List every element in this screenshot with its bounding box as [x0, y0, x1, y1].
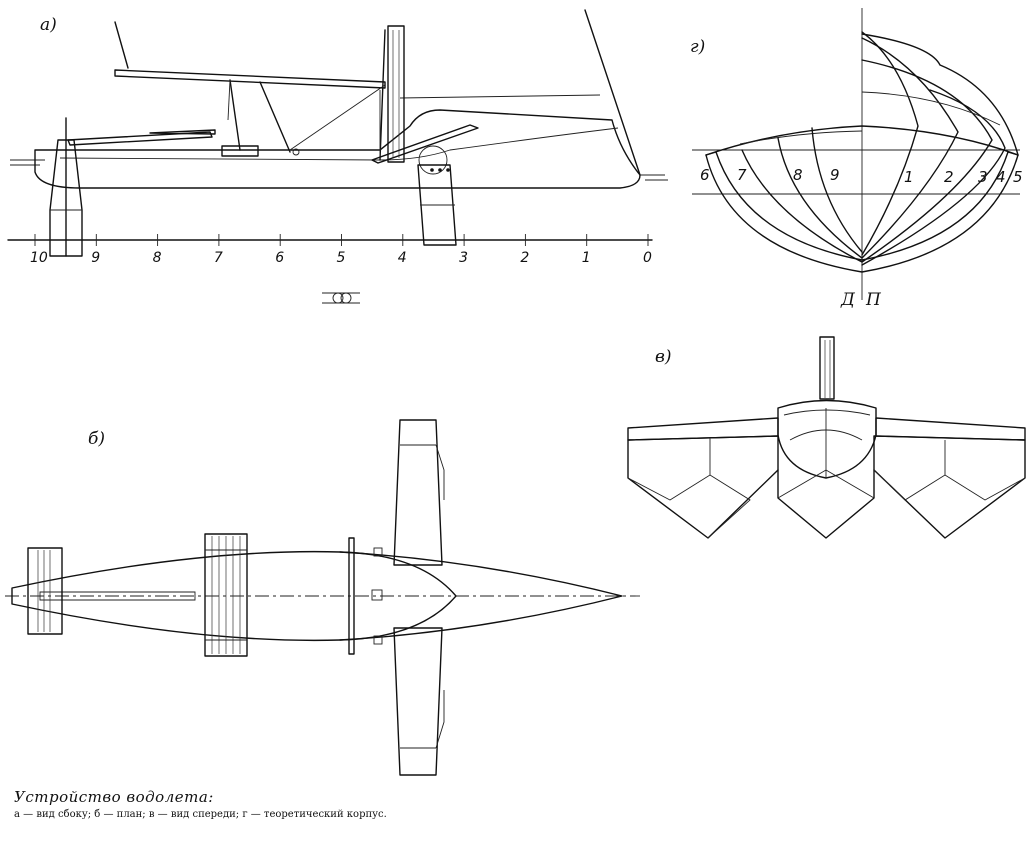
- tiller: [67, 131, 213, 146]
- plan-rudder: [27, 547, 63, 635]
- float-right: [873, 435, 1026, 539]
- station-tick-label: 0: [643, 250, 652, 266]
- body-station-number: 4: [996, 168, 1006, 186]
- axis-label-left: Д: [840, 290, 856, 310]
- float-center: [777, 469, 875, 539]
- lever: [371, 124, 479, 164]
- boom: [114, 69, 386, 89]
- float-left: [627, 435, 779, 539]
- caption-title: Устройство водолета:: [14, 788, 214, 806]
- caption-text: а — вид сбоку; б — план; в — вид спереди…: [14, 809, 387, 820]
- body-station-number: 7: [737, 166, 747, 184]
- seat: [221, 145, 259, 157]
- foil-upper: [393, 419, 443, 566]
- body-station-number: 5: [1013, 168, 1023, 186]
- station-9: [811, 127, 863, 253]
- seat-hatching: [205, 536, 247, 654]
- station-8: [777, 137, 863, 259]
- plan-crossbar: [348, 537, 355, 655]
- foil-lower: [393, 627, 443, 776]
- station-tick-label: 3: [459, 250, 468, 266]
- body-left-numbers: 6 7 8 9: [700, 166, 840, 184]
- strut-2: [259, 81, 291, 153]
- station-tick-label: 6: [275, 250, 284, 266]
- sail-edge: [114, 21, 129, 69]
- body-station-number: 1: [904, 168, 914, 186]
- body-station-number: 3: [978, 168, 988, 186]
- hub: [418, 145, 448, 175]
- station-3: [861, 59, 993, 263]
- body-shell-outer: [705, 154, 1019, 273]
- station-tick-label: 4: [398, 250, 407, 266]
- station-5: [861, 33, 1019, 156]
- station-tick-label: 5: [337, 250, 346, 266]
- front-view-label: в): [655, 347, 672, 367]
- mast: [387, 25, 405, 163]
- forestay: [584, 9, 641, 176]
- plan-view-label: б): [88, 429, 105, 449]
- front-mast: [819, 336, 835, 400]
- body-station-number: 8: [793, 166, 803, 184]
- front-hull: [777, 399, 877, 479]
- strut-1: [229, 79, 241, 151]
- hull-sheer: [59, 127, 619, 161]
- plan-hull-fore: [339, 551, 623, 641]
- side-view: а): [7, 9, 668, 304]
- plan-view: б): [5, 419, 640, 776]
- body-station-number: 9: [830, 166, 840, 184]
- plan-mast-step: [371, 589, 383, 601]
- station-tick-label: 2: [520, 250, 529, 266]
- body-station-number: 2: [944, 168, 954, 186]
- axis-label-right: П: [865, 290, 882, 310]
- plan-tiller: [39, 591, 196, 601]
- station-tick-label: 7: [214, 250, 223, 266]
- station-tick-label: 8: [153, 250, 162, 266]
- shroud: [289, 84, 386, 151]
- side-view-label: а): [40, 15, 57, 35]
- plan-seat: [204, 533, 248, 657]
- station-tick-label: 10: [30, 250, 48, 266]
- station-4: [861, 89, 1006, 266]
- foil-strut: [417, 164, 457, 246]
- center-of-gravity-symbol: [322, 292, 360, 304]
- body-plan-label: г): [690, 37, 705, 57]
- figure-caption: Устройство водолета: а — вид сбоку; б — …: [14, 788, 387, 820]
- station-tick-label: 1: [582, 250, 591, 266]
- station-2: [861, 37, 959, 259]
- station-1: [861, 31, 919, 256]
- body-station-number: 6: [700, 166, 710, 184]
- front-view: в): [627, 336, 1026, 539]
- hull-side: [34, 109, 641, 189]
- station-7: [741, 149, 863, 263]
- plan-hull-aft: [11, 550, 457, 642]
- station-tick-label: 9: [91, 250, 100, 266]
